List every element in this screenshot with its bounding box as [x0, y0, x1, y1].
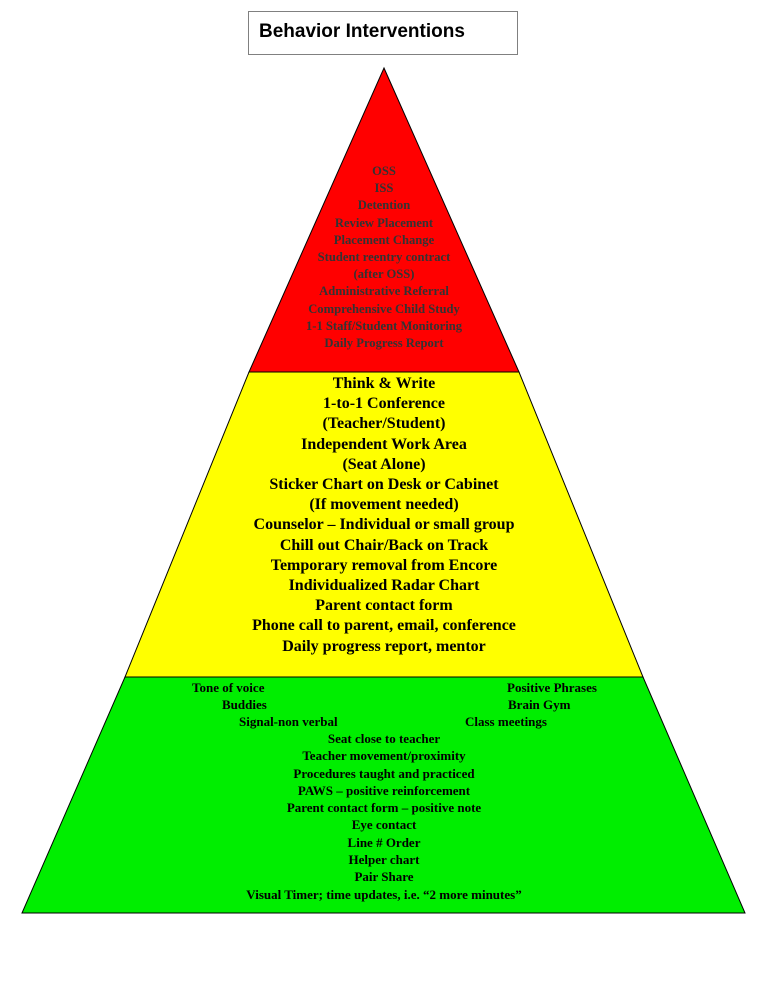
tier-top-red [248, 66, 520, 373]
bottom-right-item: Positive Phrases [507, 680, 597, 695]
middle-tier-item: Independent Work Area [301, 435, 467, 453]
middle-tier-item: Temporary removal from Encore [270, 556, 498, 574]
bottom-tier-item: Parent contact form – positive note [286, 800, 482, 816]
middle-tier-item: Counselor – Individual or small group [253, 516, 515, 534]
diagram-title: Behavior Interventions [248, 11, 518, 55]
top-tier-item: Comprehensive Child Study [308, 301, 460, 316]
bottom-tier-item: PAWS – positive reinforcement [297, 782, 471, 798]
bottom-tier-item: Visual Timer; time updates, i.e. “2 more… [246, 886, 522, 902]
bottom-tier-item: Line # Order [347, 834, 421, 850]
middle-tier-item: 1-to-1 Conference [323, 395, 445, 413]
top-tier-item: Daily Progress Report [324, 336, 444, 351]
bottom-tier-item: Eye contact [351, 817, 417, 833]
middle-tier-item: (If movement needed) [309, 496, 459, 514]
bottom-tier-item: Procedures taught and practiced [293, 765, 475, 781]
bottom-tier-item: Helper chart [348, 852, 420, 868]
middle-tier-item: Individualized Radar Chart [288, 577, 480, 595]
bottom-right-item: Brain Gym [508, 697, 571, 712]
middle-tier-item: (Teacher/Student) [322, 415, 446, 433]
top-tier-item: ISS [374, 181, 394, 196]
top-tier-item: Detention [357, 198, 411, 213]
top-tier-item: (after OSS) [353, 267, 415, 282]
middle-tier-item: Think & Write [332, 375, 436, 392]
top-tier-item: Administrative Referral [319, 284, 449, 299]
middle-tier-item: Phone call to parent, email, conference [252, 617, 516, 635]
top-tier-item: Student reentry contract [317, 250, 451, 265]
bottom-left-item: Tone of voice [192, 680, 265, 695]
top-tier-item: Review Placement [334, 215, 434, 230]
bottom-left-item: Signal-non verbal [239, 714, 338, 729]
bottom-tier-item: Pair Share [354, 869, 414, 885]
middle-tier-item: Sticker Chart on Desk or Cabinet [269, 476, 499, 494]
middle-tier-item: Daily progress report, mentor [282, 637, 486, 655]
tier-middle-items: Think & Write 1-to-1 Conference (Teacher/S… [180, 374, 588, 657]
bottom-tier-item: Seat close to teacher [327, 731, 441, 746]
middle-tier-item: Chill out Chair/Back on Track [279, 536, 489, 554]
middle-tier-item: Parent contact form [315, 597, 453, 615]
middle-tier-item: (Seat Alone) [342, 455, 426, 473]
bottom-left-item: Buddies [222, 697, 267, 712]
bottom-tier-item: Teacher movement/proximity [302, 748, 466, 764]
top-tier-item: Placement Change [333, 232, 435, 247]
top-tier-item: 1-1 Staff/Student Monitoring [305, 318, 463, 333]
top-tier-item: OSS [372, 164, 396, 178]
bottom-right-item: Class meetings [465, 714, 547, 729]
